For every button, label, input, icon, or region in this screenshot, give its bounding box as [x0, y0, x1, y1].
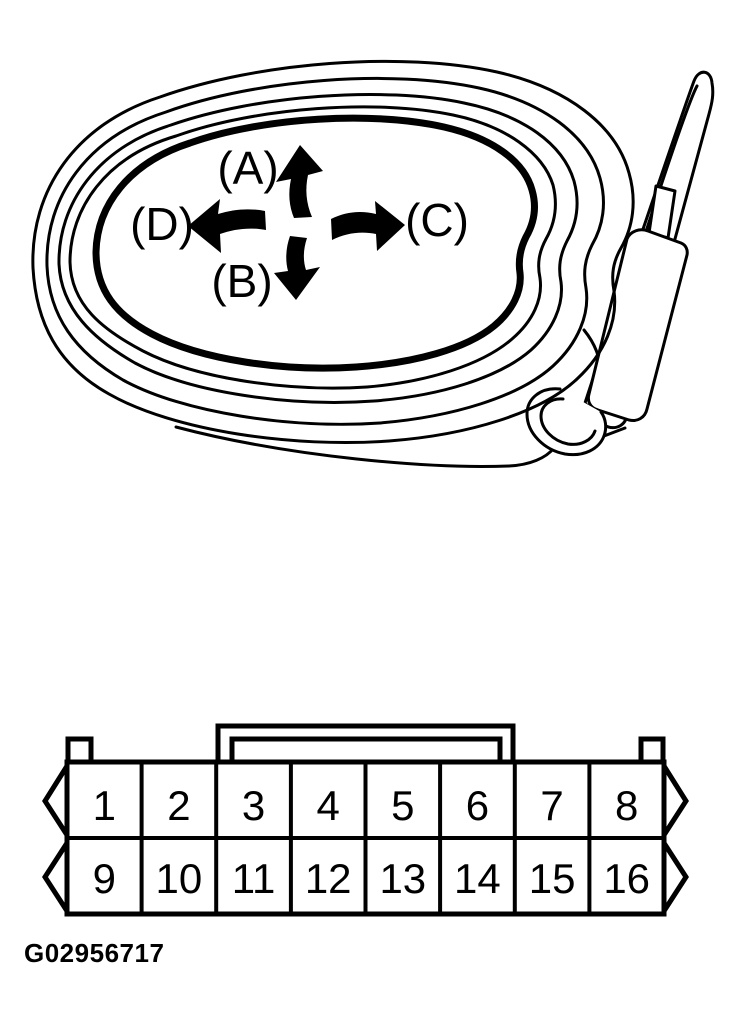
- pin-label-13: 13: [379, 855, 426, 902]
- mirror-base-outline: [174, 425, 556, 468]
- arrow-up-icon: [276, 145, 323, 218]
- mirror-assembly: [31, 59, 715, 468]
- connector-diagram: [42, 723, 689, 917]
- pin-label-3: 3: [242, 782, 265, 829]
- mirror-label-down: (B): [211, 255, 272, 307]
- mirror-clamp-link: [602, 426, 627, 438]
- connector-chevron-right-top: [660, 762, 689, 839]
- mirror-label-up: (A): [217, 142, 278, 194]
- connector-latch-left: [65, 736, 94, 764]
- pin-label-1: 1: [93, 782, 116, 829]
- connector-chevron-left-bottom: [42, 839, 71, 915]
- pin-label-14: 14: [454, 855, 501, 902]
- figure-id-label: G02956717: [24, 938, 165, 968]
- pin-label-16: 16: [603, 855, 650, 902]
- connector-chevron-right-bottom: [660, 839, 689, 915]
- arrow-left-icon: [188, 199, 266, 253]
- mirror-mount-panel: [586, 228, 689, 422]
- mirror-housing-outline-1: [31, 59, 635, 445]
- connector-grid-lines: [65, 760, 666, 916]
- mirror-glass-bezel: [92, 114, 538, 372]
- pin-label-10: 10: [156, 855, 203, 902]
- pin-label-5: 5: [391, 782, 414, 829]
- connector-latch-right: [638, 736, 666, 764]
- pin-label-15: 15: [529, 855, 576, 902]
- connector-key-tab-inner: [229, 736, 503, 766]
- pin-label-4: 4: [317, 782, 340, 829]
- pin-label-6: 6: [466, 782, 489, 829]
- mirror-label-left: (D): [130, 198, 194, 250]
- mirror-adjustment-arrows: [188, 145, 405, 300]
- arrow-down-icon: [274, 236, 320, 300]
- pin-label-12: 12: [305, 855, 352, 902]
- connector-chevron-left-top: [42, 762, 71, 839]
- pin-label-2: 2: [167, 782, 190, 829]
- mirror-housing-outline-4: [68, 105, 557, 390]
- mirror-label-right: (C): [405, 194, 469, 246]
- arrow-right-icon: [331, 201, 405, 251]
- mirror-housing-outline-2: [45, 76, 605, 426]
- pin-label-9: 9: [93, 855, 116, 902]
- mirror-clamp-inner: [539, 397, 597, 446]
- pin-label-11: 11: [232, 855, 276, 902]
- mirror-housing-outline-3: [57, 92, 579, 404]
- pin-label-7: 7: [540, 782, 563, 829]
- pin-label-8: 8: [615, 782, 638, 829]
